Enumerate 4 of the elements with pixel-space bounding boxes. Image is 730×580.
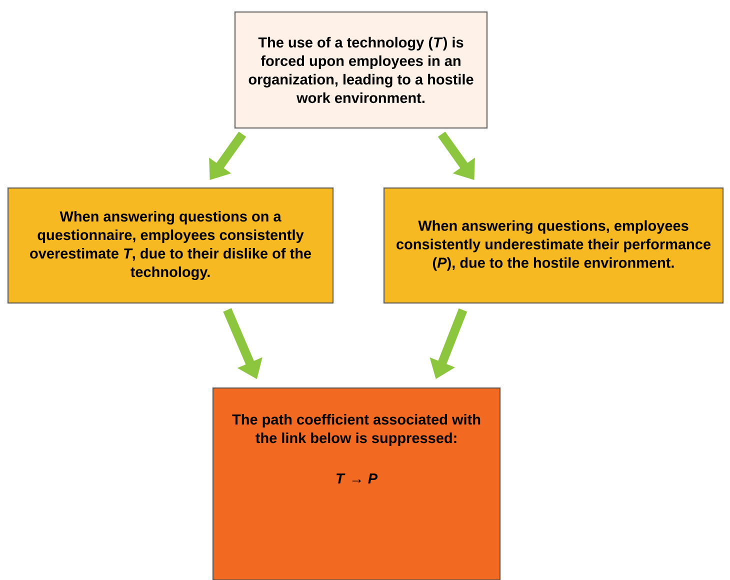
text-box: When answering questions, employees consistently underestimate their performance (P), due to the hostile environment. (384, 188, 724, 304)
text-box: The path coefficient associated with the link below is suppressed: T → P (212, 388, 500, 580)
text-box: When answering questions on a questionnaire, employees consistently overestimate T, due to their dislike of the technology. (8, 188, 334, 304)
text-box: The use of a technology (T) is forced upon employees in an organization, leading to a hostile work environment. (234, 12, 488, 128)
